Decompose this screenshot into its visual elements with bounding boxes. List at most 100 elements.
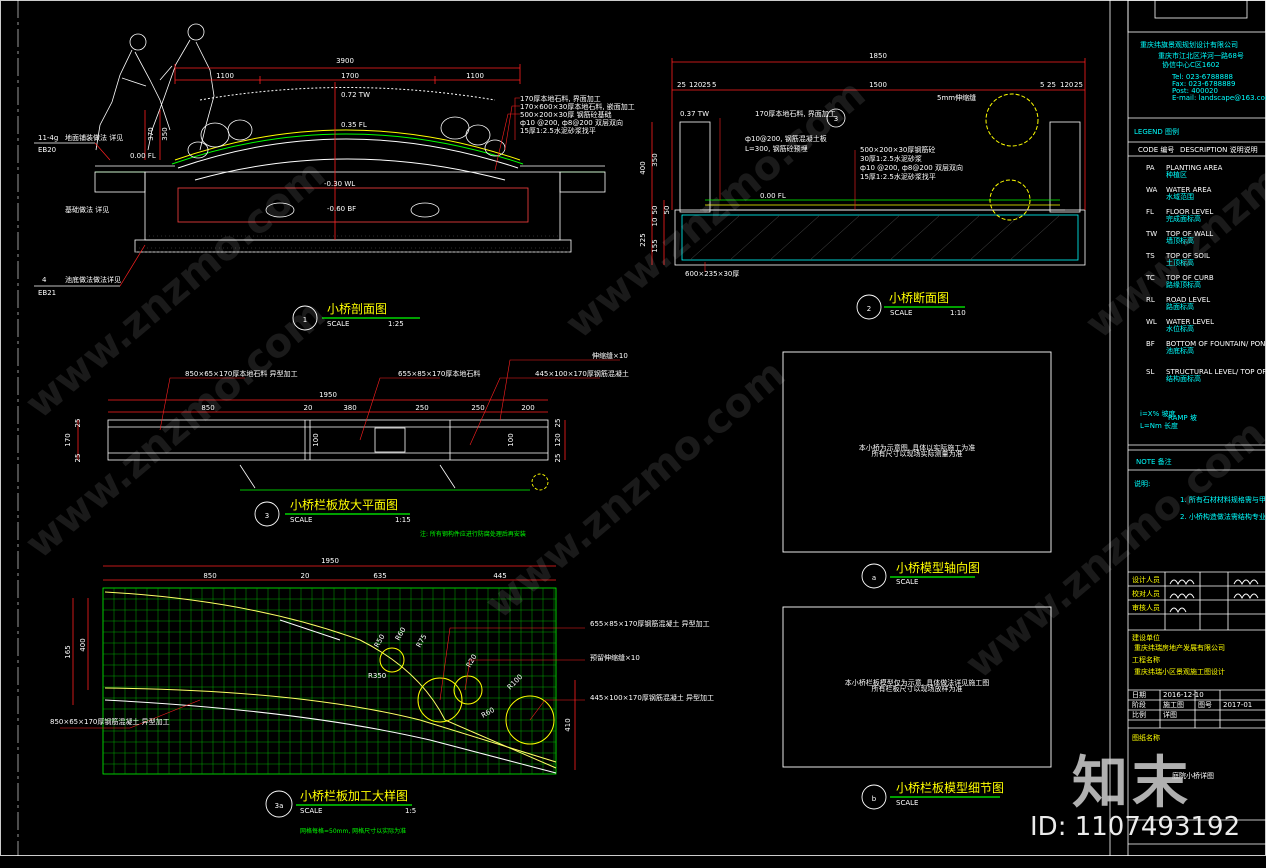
tb-dwg-title-label: 图纸名称 xyxy=(1132,733,1160,742)
va-title-number: a xyxy=(872,574,876,582)
v3a-radius-4: R20 xyxy=(465,653,479,669)
v3-body xyxy=(107,419,549,491)
people-silhouette xyxy=(95,23,215,151)
legend-description: ROAD LEVEL xyxy=(1166,296,1210,304)
legend-description-cn: 水位标高 xyxy=(1166,324,1194,333)
legend-description: WATER LEVEL xyxy=(1166,318,1214,326)
tb-sign-row-3: 审核人员 xyxy=(1132,603,1160,612)
v1-callout-2: 170×600×30厚本地石料, 嵌面加工 xyxy=(520,102,635,111)
tb-note-2: 2. 小桥构造做法需结构专业二次复核。 xyxy=(1180,512,1266,521)
tb-sign-row-1: 设计人员 xyxy=(1132,575,1160,584)
v2-detail-tag: 3 xyxy=(834,115,838,123)
v2-hatch xyxy=(689,214,1061,261)
tb-date: 2016-12-10 xyxy=(1163,691,1204,699)
tb-company: 重庆纬旗景观规划设计有限公司 xyxy=(1140,40,1238,49)
v2-dimensions xyxy=(651,58,1086,265)
v2-detail-circles xyxy=(985,93,1039,221)
v2-callout-3: L=300, 钢筋砼预埋 xyxy=(745,144,808,153)
vb-title-number: b xyxy=(872,795,877,803)
v2-callout-2: ф10@200, 钢筋混凝土板 xyxy=(745,134,827,143)
v3-dim-3: 380 xyxy=(343,404,356,412)
v1-title-number: 1 xyxy=(303,316,307,324)
v2-title-bubble xyxy=(856,294,882,320)
v3a-grid xyxy=(103,588,556,774)
view3a-railing-detail: 1950 850 20 635 445 165 400 410 R50 R60 … xyxy=(50,557,714,835)
v3-note: 注: 所有钢构件应进行防腐处理后再安装 xyxy=(420,530,526,538)
v3-dim-r2: 120 xyxy=(554,433,562,446)
watermark-id: ID: 1107493192 xyxy=(1030,812,1241,842)
v3a-dim-l2: 400 xyxy=(79,638,87,651)
vb-text-2: 所有栏板尺寸以现场放样为准 xyxy=(872,684,963,693)
v3-callout-4: 伸缩缝×10 xyxy=(592,351,628,360)
va-scale-label: SCALE xyxy=(896,578,918,586)
v1-callout-3: 500×200×30厚 钢筋砼基础 xyxy=(520,110,612,119)
v2-scale-label: SCALE xyxy=(890,309,912,317)
v1-tag-4: EB21 xyxy=(38,289,56,297)
v3a-callout-4: 850×65×170厚钢筋混凝土 异型加工 xyxy=(50,717,170,726)
legend-description-cn: 墙顶标高 xyxy=(1166,236,1194,245)
v3a-scale: 1:5 xyxy=(405,807,416,815)
v2-scale: 1:10 xyxy=(950,309,966,317)
v3-dim-m1: 100 xyxy=(312,433,320,446)
tb-slope-2: L=Nm 长度 xyxy=(1140,421,1178,430)
legend-description: FLOOR LEVEL xyxy=(1166,208,1213,216)
legend-code: WL xyxy=(1146,318,1157,326)
view2-cross-section: 1850 1500 25 120 25 5 5 25 120 25 400 35… xyxy=(639,52,1086,320)
tb-signatures xyxy=(1169,579,1259,614)
v3a-title-number: 3a xyxy=(275,802,284,810)
v3a-radius-2: R60 xyxy=(394,626,408,642)
v2-dim-r4: 25 xyxy=(1074,81,1083,89)
v1-callout-4: ф10 @200, ф8@200 双层双向 xyxy=(520,118,623,127)
tb-sign-row-2: 校对人员 xyxy=(1132,589,1160,598)
legend-code: WA xyxy=(1146,186,1158,194)
v1-title-bubble xyxy=(292,305,318,331)
v3a-radius-6: R100 xyxy=(506,673,525,692)
v3-dim-l2: 25 xyxy=(74,419,82,428)
v3a-dim-1: 850 xyxy=(203,572,216,580)
tb-note-title: 说明: xyxy=(1134,479,1150,488)
legend-description-cn: 完成面标高 xyxy=(1166,214,1201,223)
v3-scale-label: SCALE xyxy=(290,516,312,524)
v2-dim-mid: 1500 xyxy=(869,81,887,89)
v1-level-wl: -0.30 WL xyxy=(324,180,355,188)
legend-description: WATER AREA xyxy=(1166,186,1212,194)
v3a-dim-3: 635 xyxy=(373,572,386,580)
v2-dim-400: 400 xyxy=(639,161,647,174)
v1-dimensions xyxy=(144,64,521,240)
v3-dim-m2: 100 xyxy=(507,433,515,446)
v2-dim-r1: 5 xyxy=(1040,81,1044,89)
tb-scale-label: 比例 xyxy=(1132,710,1146,719)
v1-level-fl: 0.35 FL xyxy=(341,121,367,129)
tb-legend-col-desc: DESCRIPTION 说明说明 xyxy=(1180,145,1258,154)
va-text-1: 本小桥为示意图, 具体以实际施工为准 xyxy=(859,443,975,452)
v1-dim-370: 370 xyxy=(147,127,155,140)
legend-description-cn: 种植区 xyxy=(1166,170,1187,179)
legend-description-cn: 池底标高 xyxy=(1166,346,1194,355)
v2-callout-6: ф10 @200, ф8@200 双层双向 xyxy=(860,163,963,172)
v2-callout-1: 170厚本地石料, 界面加工 xyxy=(755,109,836,118)
v2-dim-50a: 50 xyxy=(651,206,659,215)
v2-title-number: 2 xyxy=(867,305,871,313)
v2-callout-8: 600×235×30厚 xyxy=(685,270,739,278)
legend-code: TC xyxy=(1145,274,1155,282)
v3-dim-5: 250 xyxy=(471,404,484,412)
v3-dim-4: 250 xyxy=(415,404,428,412)
hatch-v1 xyxy=(135,235,571,253)
legend-code: PA xyxy=(1146,164,1155,172)
tb-stage: 施工图 xyxy=(1163,700,1184,709)
v2-title: 小桥断面图 xyxy=(889,290,949,305)
v2-callout-5: 30厚1:2.5水泥砂浆 xyxy=(860,154,922,163)
v3-title-number: 3 xyxy=(265,512,269,520)
va-text-2: 所有尺寸以现场实际测量为准 xyxy=(872,449,963,458)
v3a-dim-r: 410 xyxy=(564,718,572,731)
v3-dim-total: 1950 xyxy=(319,391,337,399)
tb-client-sub: 工程名称 xyxy=(1132,655,1160,664)
v3-callout-2: 655×85×170厚本地石料 xyxy=(398,369,480,378)
tb-date-label: 日期 xyxy=(1132,691,1146,699)
tb-note-1: 1. 所有石材材料规格需与甲方统一确定 xyxy=(1180,495,1266,504)
tb-slope-extra: RAMP 坡 xyxy=(1168,413,1197,422)
v3-dim-r1: 25 xyxy=(554,419,562,428)
vb-scale-label: SCALE xyxy=(896,799,918,807)
v3a-callout-1: 655×85×170厚钢筋混凝土 异型加工 xyxy=(590,619,710,628)
